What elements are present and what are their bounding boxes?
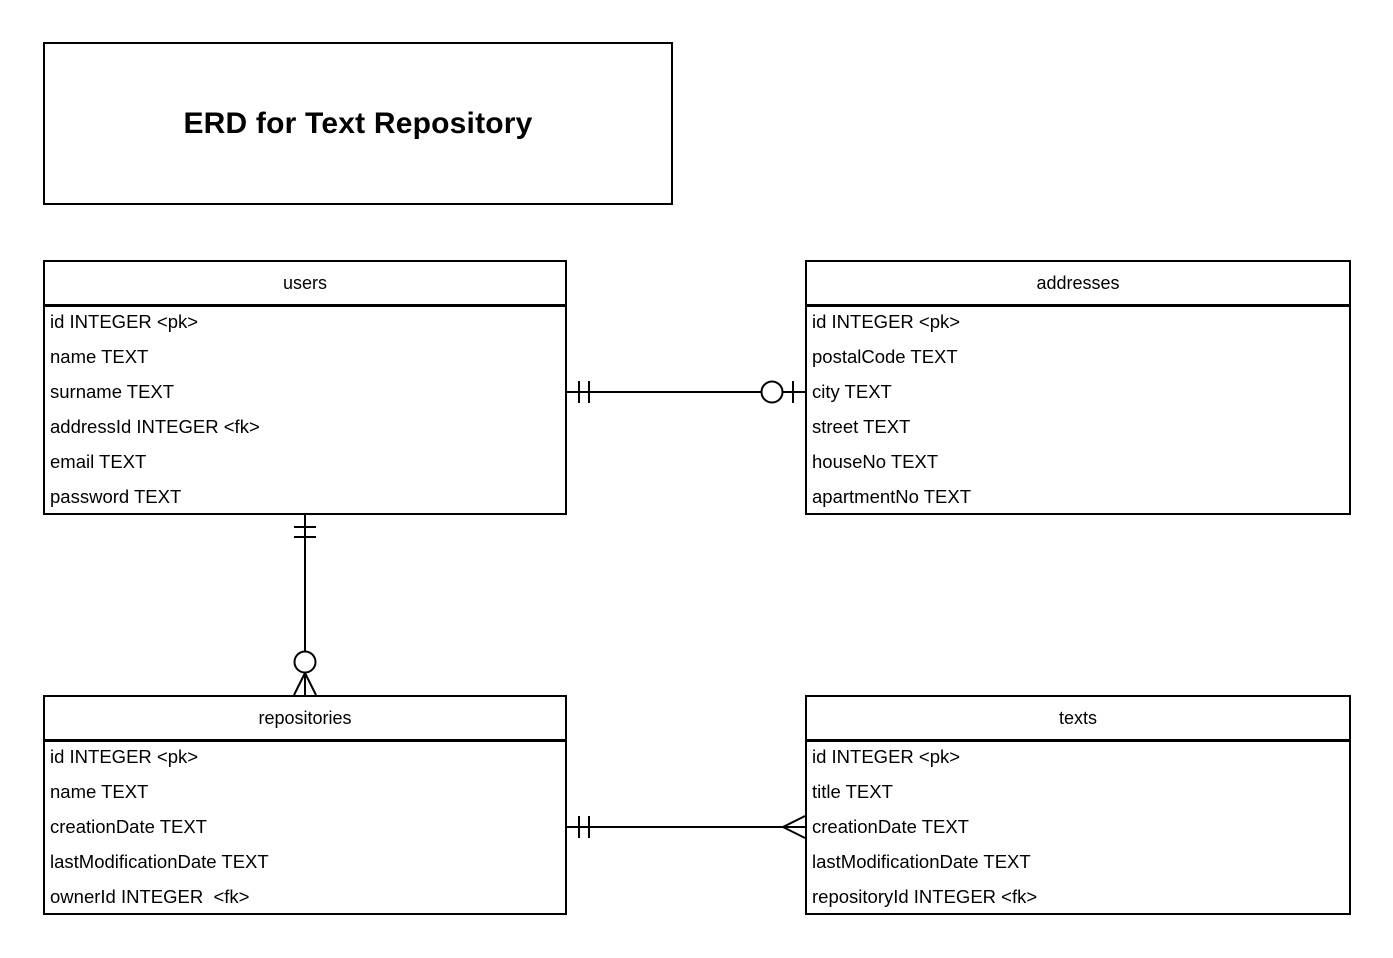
entity-addresses-header: addresses xyxy=(807,262,1349,307)
attribute-row: id INTEGER <pk> xyxy=(812,746,961,767)
attribute-row: addressId INTEGER <fk> xyxy=(50,416,260,437)
attribute-row: id INTEGER <pk> xyxy=(812,311,961,332)
attribute-row: password TEXT xyxy=(50,486,182,507)
diagram-title-box: ERD for Text Repository xyxy=(43,42,673,205)
attribute-row: surname TEXT xyxy=(50,381,175,402)
cardinality-zero-circle xyxy=(293,650,317,674)
attribute-row: creationDate TEXT xyxy=(50,816,207,837)
cardinality-zero-circle xyxy=(760,380,784,404)
attribute-row: id INTEGER <pk> xyxy=(50,746,199,767)
entity-addresses-attributes: id INTEGER <pk> postalCode TEXT city TEX… xyxy=(807,307,1349,518)
attribute-row: ownerId INTEGER <fk> xyxy=(50,886,250,907)
entity-repositories[interactable]: repositories id INTEGER <pk> name TEXT c… xyxy=(43,695,567,915)
attribute-row: creationDate TEXT xyxy=(812,816,969,837)
entity-texts-header: texts xyxy=(807,697,1349,742)
attribute-row: repositoryId INTEGER <fk> xyxy=(812,886,1038,907)
diagram-title: ERD for Text Repository xyxy=(183,106,533,140)
attribute-row: title TEXT xyxy=(812,781,893,802)
attribute-row: street TEXT xyxy=(812,416,911,437)
entity-texts-attributes: id INTEGER <pk> title TEXT creationDate … xyxy=(807,742,1349,918)
relationship-users-repositories[interactable] xyxy=(293,515,317,696)
entity-users[interactable]: users id INTEGER <pk> name TEXT surname … xyxy=(43,260,567,515)
relationship-users-addresses[interactable] xyxy=(567,380,805,404)
attribute-row: city TEXT xyxy=(812,381,892,402)
entity-users-attributes: id INTEGER <pk> name TEXT surname TEXT a… xyxy=(45,307,565,518)
cardinality-crow-foot xyxy=(293,672,306,696)
attribute-row: lastModificationDate TEXT xyxy=(812,851,1031,872)
attribute-row: apartmentNo TEXT xyxy=(812,486,972,507)
attribute-row: name TEXT xyxy=(50,346,149,367)
entity-repositories-attributes: id INTEGER <pk> name TEXT creationDate T… xyxy=(45,742,565,918)
entity-addresses[interactable]: addresses id INTEGER <pk> postalCode TEX… xyxy=(805,260,1351,515)
attribute-row: houseNo TEXT xyxy=(812,451,939,472)
attribute-row: email TEXT xyxy=(50,451,147,472)
attribute-row: lastModificationDate TEXT xyxy=(50,851,269,872)
entity-repositories-header: repositories xyxy=(45,697,565,742)
entity-texts[interactable]: texts id INTEGER <pk> title TEXT creatio… xyxy=(805,695,1351,915)
cardinality-crow-foot xyxy=(304,672,317,696)
cardinality-crow-foot xyxy=(782,826,806,839)
relationship-repositories-texts[interactable] xyxy=(567,815,806,839)
attribute-row: name TEXT xyxy=(50,781,149,802)
attribute-row: postalCode TEXT xyxy=(812,346,958,367)
entity-users-header: users xyxy=(45,262,565,307)
cardinality-crow-foot xyxy=(782,815,806,828)
attribute-row: id INTEGER <pk> xyxy=(50,311,199,332)
